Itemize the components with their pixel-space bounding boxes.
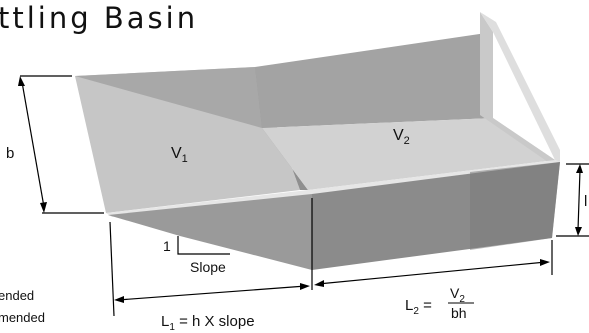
b-label: b [6, 145, 14, 162]
front-rim [106, 160, 560, 217]
right-end-wall-edge [480, 12, 560, 162]
b-dimension-line [21, 81, 45, 208]
l2-arrow-right [540, 259, 550, 266]
v1-label: V1 [171, 145, 188, 165]
basin-body [75, 12, 560, 270]
l2-numerator: V2 [450, 285, 465, 305]
inlet-front-wall [108, 194, 312, 270]
l2-denominator: bh [451, 305, 467, 321]
b-arrow-bottom [40, 202, 47, 213]
slope-triangle [177, 236, 230, 255]
dimension-lines [18, 75, 589, 317]
l2-dimension-line [317, 261, 547, 285]
l2-formula-lhs: L2 = [405, 297, 432, 317]
h-label: l [584, 193, 587, 210]
l1-arrow-right [300, 283, 310, 290]
h-arrow-top [576, 164, 583, 173]
cut-text-line-1: ended [0, 288, 34, 303]
h-arrow-bottom [575, 227, 582, 236]
l1-formula: L1 = h X slope [161, 313, 255, 333]
l1-dimension-line [117, 285, 307, 301]
cut-text-line-2: mended [0, 310, 45, 325]
slope-label: Slope [190, 259, 226, 275]
settling-front-wall-shade [470, 162, 560, 250]
h-dimension-line [577, 169, 581, 231]
right-end-wall [480, 12, 555, 162]
b-arrow-top [18, 76, 25, 86]
l1-extension-left [109, 221, 115, 317]
l1-arrow-left [114, 296, 124, 303]
settling-back-wall [255, 32, 493, 128]
slope-rise-label: 1 [163, 238, 171, 254]
diagram-title: ttling Basin [0, 1, 198, 35]
inlet-back-slope [75, 67, 262, 128]
v2-label: V2 [393, 127, 410, 147]
l2-arrow-left [314, 280, 324, 287]
settling-floor [262, 118, 555, 190]
